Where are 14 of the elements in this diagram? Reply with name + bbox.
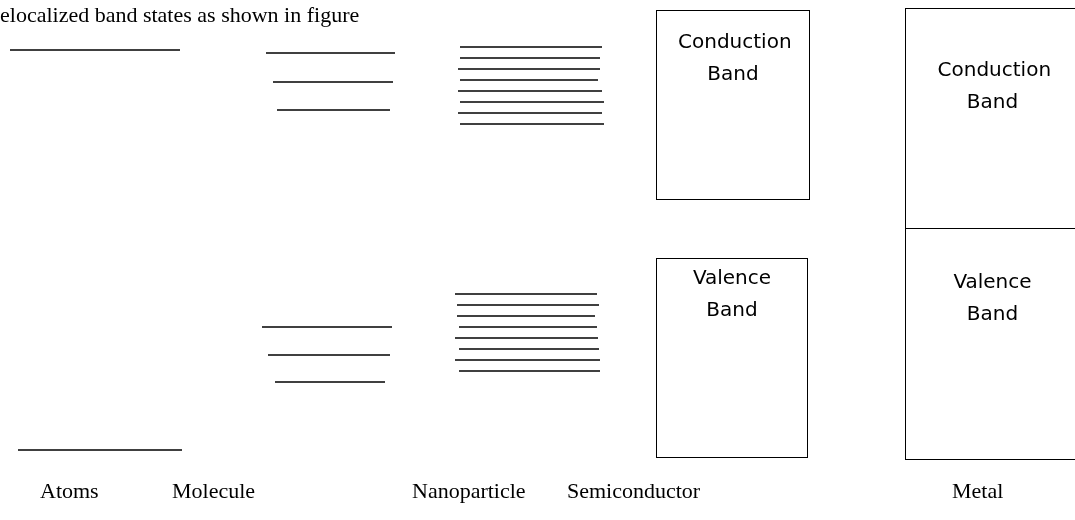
- band-label: Valence Band: [691, 264, 773, 323]
- column-label: Molecule: [172, 478, 256, 504]
- band-label: Valence Band: [952, 268, 1033, 327]
- column-label: Metal: [952, 478, 1004, 504]
- valence-band-box: [905, 228, 1075, 460]
- column-label: Nanoparticle: [412, 478, 526, 504]
- valence-band-box: [656, 258, 808, 458]
- caption-text: elocalized band states as shown in figure: [0, 2, 360, 28]
- band-label: Conduction Band: [678, 28, 788, 87]
- column-label: Atoms: [40, 478, 99, 504]
- column-label: Semiconductor: [567, 478, 701, 504]
- conduction-band-box: [656, 10, 810, 200]
- conduction-band-box: [905, 8, 1075, 229]
- band-label: Conduction Band: [937, 56, 1048, 115]
